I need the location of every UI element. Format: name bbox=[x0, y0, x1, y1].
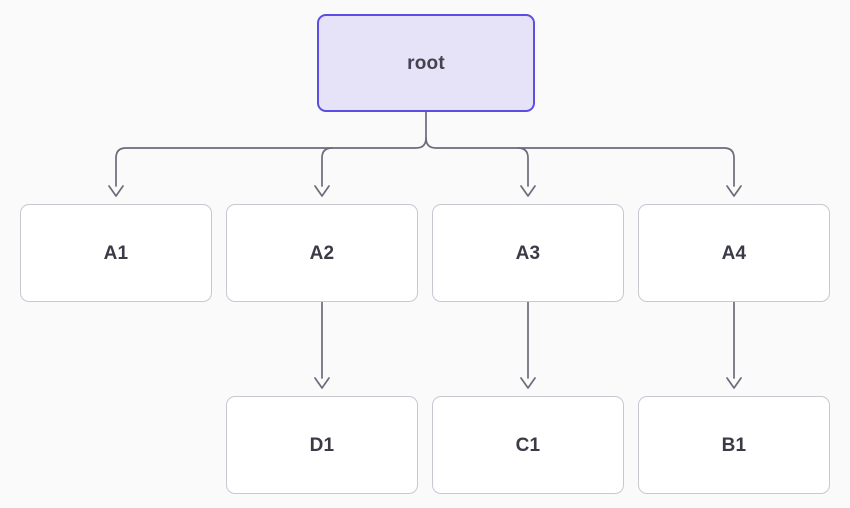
edge-root-to-a3 bbox=[517, 147, 529, 187]
arrowhead-a3 bbox=[520, 185, 536, 197]
node-a3-label: A3 bbox=[515, 242, 541, 264]
node-root-label: root bbox=[407, 52, 445, 74]
arrowhead-a1 bbox=[108, 185, 124, 197]
edge-root-to-a2 bbox=[321, 147, 333, 187]
arrowhead-c1 bbox=[520, 377, 536, 389]
node-a4-label: A4 bbox=[721, 242, 747, 264]
node-a2-label: A2 bbox=[309, 242, 335, 264]
edge-root-stem bbox=[115, 111, 427, 187]
arrowhead-a4 bbox=[726, 185, 742, 197]
node-a1-label: A1 bbox=[103, 242, 129, 264]
edge-root-bus-right bbox=[425, 137, 735, 187]
node-b1[interactable]: B1 bbox=[638, 396, 830, 494]
node-b1-label: B1 bbox=[721, 434, 747, 456]
arrowhead-a2 bbox=[314, 185, 330, 197]
node-root[interactable]: root bbox=[317, 14, 535, 112]
arrowhead-b1 bbox=[726, 377, 742, 389]
node-d1[interactable]: D1 bbox=[226, 396, 418, 494]
node-a3[interactable]: A3 bbox=[432, 204, 624, 302]
arrowhead-d1 bbox=[314, 377, 330, 389]
node-a2[interactable]: A2 bbox=[226, 204, 418, 302]
node-a4[interactable]: A4 bbox=[638, 204, 830, 302]
node-c1[interactable]: C1 bbox=[432, 396, 624, 494]
node-d1-label: D1 bbox=[309, 434, 335, 456]
node-a1[interactable]: A1 bbox=[20, 204, 212, 302]
node-c1-label: C1 bbox=[515, 434, 541, 456]
